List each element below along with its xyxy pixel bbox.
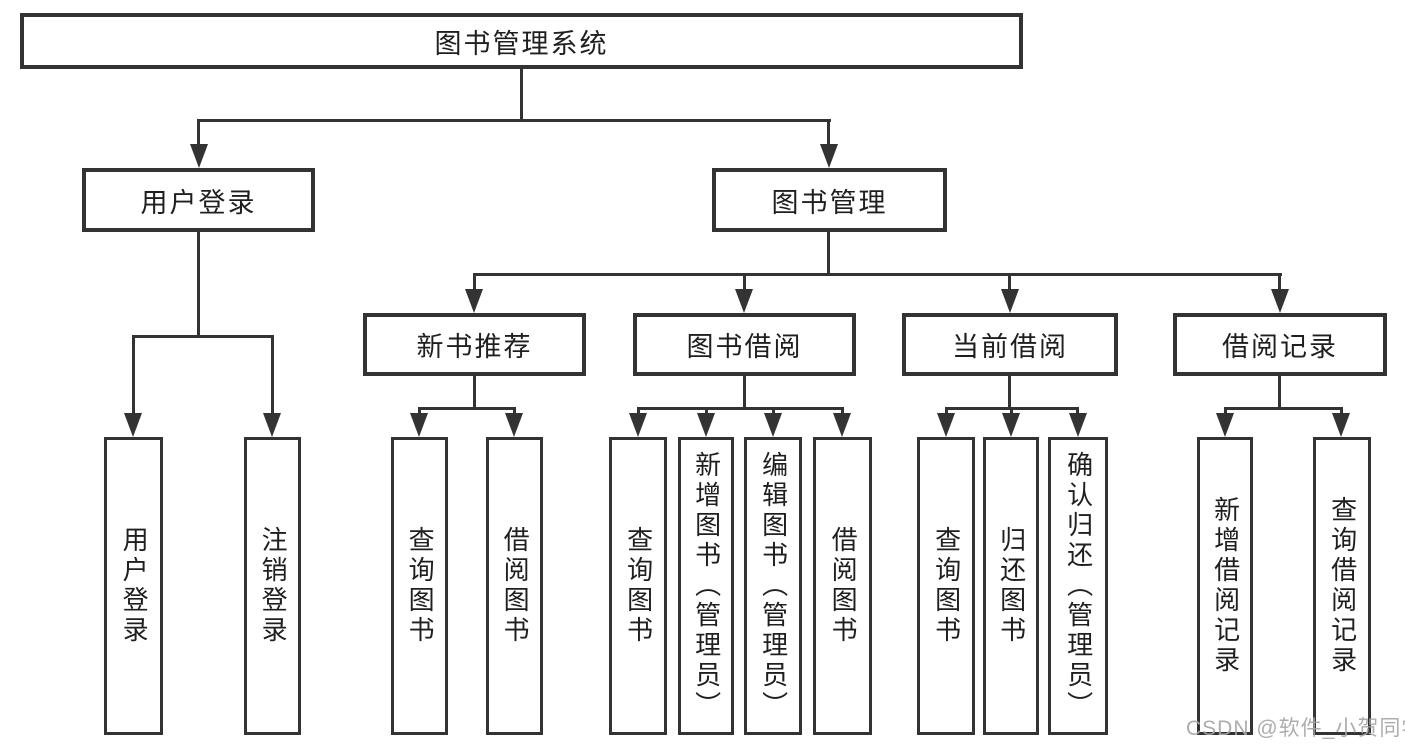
node-label: 借阅记录	[1222, 332, 1338, 362]
node-book-borrowing: 图书借阅	[633, 313, 856, 376]
leaf-add-borrow-record: 新增借阅记录	[1197, 437, 1253, 735]
arrowhead-down-icon	[735, 289, 753, 313]
leaf-query-borrow-record: 查询借阅记录	[1313, 437, 1371, 735]
connector-line	[198, 119, 831, 122]
arrowhead-down-icon	[629, 413, 647, 437]
connector-line	[1224, 407, 1343, 410]
connector-line	[827, 119, 830, 144]
node-label: 查询借阅记录	[1327, 496, 1358, 676]
node-label: 查询图书	[405, 526, 436, 646]
leaf-logout: 注销登录	[244, 437, 301, 735]
node-label: 图书管理系统	[434, 28, 609, 59]
connector-line	[1010, 407, 1013, 413]
node-label: 注销登录	[258, 526, 289, 646]
node-label: 借阅图书	[828, 526, 859, 646]
leaf-borrow-books-recommend: 借阅图书	[486, 437, 543, 735]
node-label: 当前借阅	[952, 332, 1068, 362]
arrowhead-down-icon	[1069, 413, 1087, 437]
arrowhead-down-icon	[410, 413, 428, 437]
connector-line	[841, 407, 844, 413]
node-new-book-recommendation: 新书推荐	[363, 313, 586, 376]
leaf-user-login: 用户登录	[104, 437, 163, 735]
connector-line	[418, 407, 516, 410]
arrowhead-down-icon	[833, 413, 851, 437]
arrowhead-down-icon	[697, 413, 715, 437]
connector-line	[1008, 273, 1011, 289]
connector-line	[513, 407, 516, 413]
arrowhead-down-icon	[764, 413, 782, 437]
node-label: 借阅图书	[500, 526, 531, 646]
leaf-borrow-books-borrowing: 借阅图书	[813, 437, 872, 735]
connector-line	[473, 273, 1282, 276]
node-label: 用户登录	[119, 526, 150, 646]
node-label: 新增图书（管理员）	[691, 451, 722, 721]
connector-line	[520, 69, 523, 119]
node-user-login: 用户登录	[82, 168, 315, 232]
leaf-edit-books-admin: 编辑图书（管理员）	[744, 437, 802, 735]
connector-line	[1076, 407, 1079, 413]
node-borrowing-records: 借阅记录	[1173, 313, 1387, 376]
csdn-watermark: CSDN @软件_小贺同学	[1186, 717, 1405, 740]
connector-line	[743, 273, 746, 289]
node-label: 用户登录	[140, 187, 257, 218]
arrowhead-down-icon	[1332, 413, 1350, 437]
leaf-confirm-return-admin: 确认归还（管理员）	[1048, 437, 1108, 735]
arrowhead-down-icon	[505, 413, 523, 437]
connector-line	[1278, 273, 1281, 289]
connector-line	[418, 407, 421, 413]
arrowhead-down-icon	[190, 144, 208, 168]
arrowhead-down-icon	[820, 144, 838, 168]
node-label: 确认归还（管理员）	[1063, 451, 1094, 721]
arrowhead-down-icon	[1271, 289, 1289, 313]
arrowhead-down-icon	[937, 413, 955, 437]
arrowhead-down-icon	[1001, 289, 1019, 313]
node-label: 图书借阅	[686, 332, 803, 362]
node-root-library-management-system: 图书管理系统	[20, 13, 1023, 69]
connector-line	[827, 232, 830, 273]
connector-line	[1278, 376, 1281, 407]
connector-line	[772, 407, 775, 413]
connector-line	[705, 407, 708, 413]
leaf-return-books: 归还图书	[983, 437, 1039, 735]
node-label: 新增借阅记录	[1210, 496, 1241, 676]
connector-line	[1340, 407, 1343, 413]
connector-line	[197, 232, 200, 335]
connector-line	[271, 335, 274, 413]
arrowhead-down-icon	[465, 289, 483, 313]
node-label: 查询图书	[623, 526, 654, 646]
arrowhead-down-icon	[1216, 413, 1234, 437]
connector-line	[197, 119, 200, 144]
node-label: 图书管理	[771, 187, 888, 218]
connector-line	[1008, 376, 1011, 407]
connector-line	[945, 407, 948, 413]
node-label: 新书推荐	[416, 332, 533, 362]
node-label: 编辑图书（管理员）	[758, 451, 789, 721]
arrowhead-down-icon	[263, 413, 281, 437]
connector-line	[637, 407, 844, 410]
connector-line	[473, 376, 476, 407]
arrowhead-down-icon	[124, 413, 142, 437]
connector-line	[132, 335, 274, 338]
connector-line	[132, 335, 135, 413]
connector-line	[637, 407, 640, 413]
node-label: 归还图书	[996, 526, 1027, 646]
leaf-query-books-current: 查询图书	[917, 437, 975, 735]
node-current-borrowing: 当前借阅	[902, 313, 1118, 376]
leaf-query-books-recommend: 查询图书	[391, 437, 448, 735]
node-label: 查询图书	[931, 526, 962, 646]
arrowhead-down-icon	[1002, 413, 1020, 437]
connector-line	[1224, 407, 1227, 413]
connector-line	[473, 273, 476, 289]
leaf-query-books-borrowing: 查询图书	[609, 437, 667, 735]
connector-line	[743, 376, 746, 407]
leaf-add-books-admin: 新增图书（管理员）	[678, 437, 734, 735]
node-book-management: 图书管理	[712, 168, 947, 232]
